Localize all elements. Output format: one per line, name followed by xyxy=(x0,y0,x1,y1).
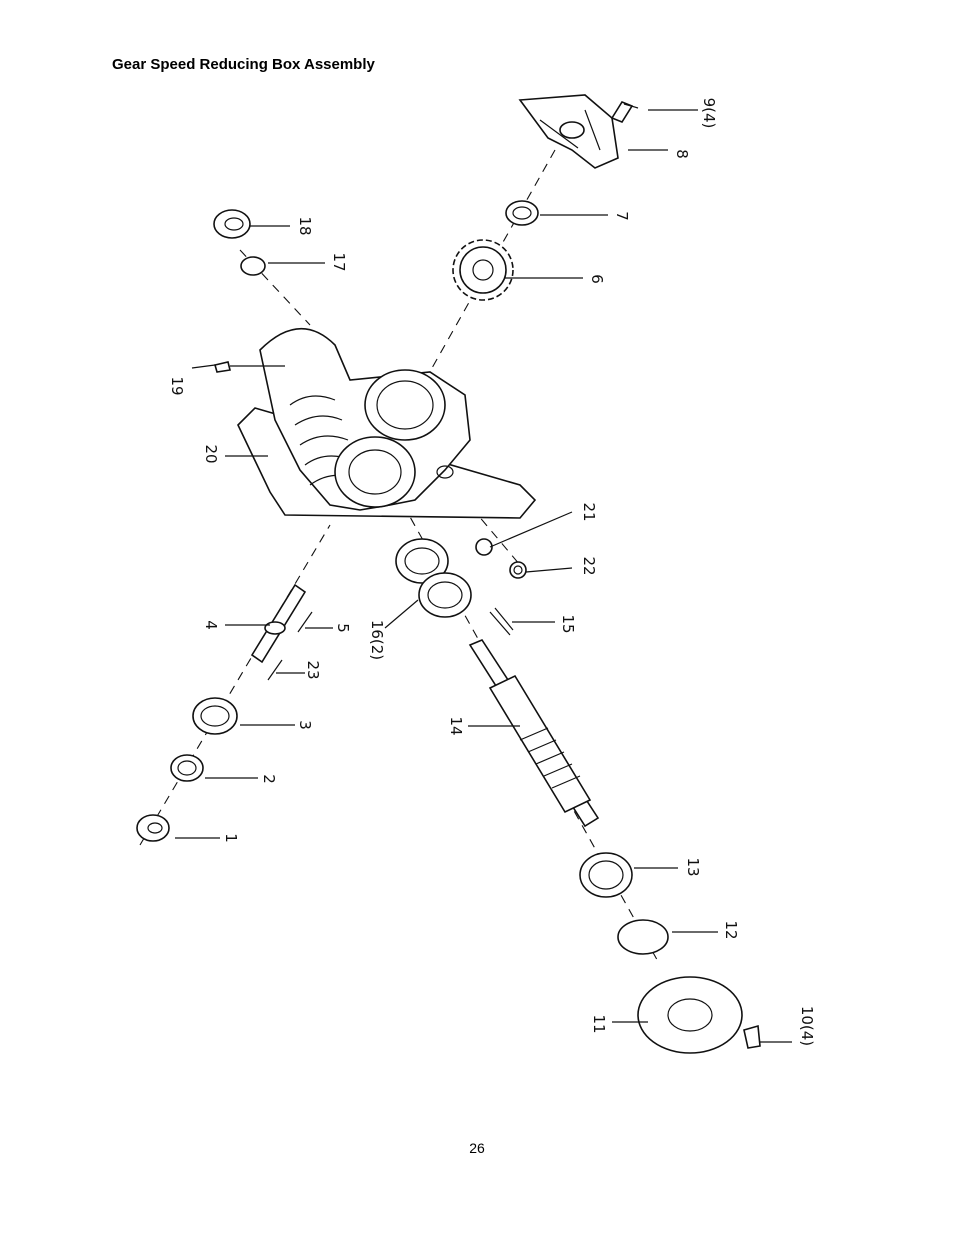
callout-2: 2 xyxy=(260,774,278,784)
worm-gear-6-part xyxy=(452,239,514,301)
key-15-part xyxy=(489,607,514,636)
end-cover-11-part xyxy=(637,976,743,1054)
callout-14: 14 xyxy=(447,716,465,735)
callout-4: 4 xyxy=(202,620,220,630)
callout-15: 15 xyxy=(559,614,577,633)
callout-17: 17 xyxy=(330,252,348,271)
callout-7: 7 xyxy=(613,211,631,221)
plug-21-part xyxy=(475,538,493,556)
cover-bolt-part xyxy=(610,101,639,123)
callout-21: 21 xyxy=(580,502,598,521)
snap-ring-17-part xyxy=(240,256,266,276)
callout-13: 13 xyxy=(684,857,702,876)
key-23-part xyxy=(267,659,283,681)
callout-1: 1 xyxy=(222,833,240,843)
bearing-16-part xyxy=(395,538,472,618)
callout-22: 22 xyxy=(580,556,598,575)
screw-19-part xyxy=(213,361,285,373)
output-shaft-4-part xyxy=(250,583,307,664)
bearing-13-part xyxy=(579,852,633,898)
seal-1-part xyxy=(136,814,170,842)
callout-20: 20 xyxy=(202,444,220,463)
callout-9: 9(4) xyxy=(700,98,718,129)
bearing-2-part xyxy=(170,754,204,782)
callout-23: 23 xyxy=(304,660,322,679)
callout-8: 8 xyxy=(673,149,691,159)
top-cover-part xyxy=(518,94,619,169)
callout-19: 19 xyxy=(168,376,186,395)
page-heading: Gear Speed Reducing Box Assembly xyxy=(112,56,375,73)
callout-11: 11 xyxy=(590,1014,608,1033)
gasket-12-part xyxy=(617,919,669,955)
callout-3: 3 xyxy=(296,720,314,730)
page-number: 26 xyxy=(469,1140,485,1156)
callout-16: 16(2) xyxy=(368,620,386,660)
end-cover-bolt-10-part xyxy=(743,1024,761,1049)
axis-output-shaft xyxy=(139,524,331,846)
callout-10: 10(4) xyxy=(798,1006,816,1046)
gearbox-housing-20-part xyxy=(237,327,537,519)
bearing-3-part xyxy=(192,697,238,735)
callout-5: 5 xyxy=(334,623,352,633)
plug-screw-22-part xyxy=(509,561,527,579)
callout-18: 18 xyxy=(296,216,314,235)
callout-12: 12 xyxy=(722,920,740,939)
bearing-7-part xyxy=(505,200,539,226)
seal-18-part xyxy=(213,209,251,239)
axis-top xyxy=(431,149,556,369)
key-5-part xyxy=(297,611,313,633)
worm-shaft-14-part xyxy=(468,639,600,828)
callout-6: 6 xyxy=(588,274,606,284)
